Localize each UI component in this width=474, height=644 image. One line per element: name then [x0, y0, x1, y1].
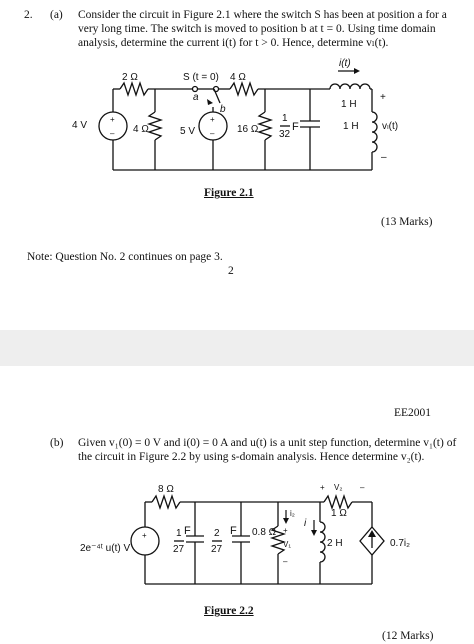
fig2-v1-plus: + [283, 526, 288, 535]
fig1-pos-a: a [193, 92, 199, 103]
fig2-r2-label: 0.8 Ω [252, 527, 277, 538]
page-top: 2. (a) Consider the circuit in Figure 2.… [24, 9, 447, 277]
fig2-i-label: i [304, 518, 307, 529]
fig2-source-label: 2e⁻⁴ᵗ u(t) V [80, 543, 130, 554]
fig1-ind-top-label: 1 H [341, 99, 357, 110]
fig1-r2-label: 4 Ω [230, 72, 246, 83]
figure-2-2-circuit: 8 Ω 2e⁻⁴ᵗ u(t) V + 1 27 F 2 27 F 0.8 Ω i… [80, 483, 410, 585]
fig1-vl-minus: – [381, 152, 387, 163]
fig2-v2-plus: + [320, 483, 325, 492]
fig1-pos-b: b [220, 104, 226, 115]
part-a-line-3: analysis, determine the current i(t) for… [78, 37, 389, 49]
fig1-current-label: i(t) [339, 58, 351, 69]
fig1-ind-right-label: 1 H [343, 121, 359, 132]
fig1-src1-plus: + [110, 115, 115, 124]
page-separator [0, 330, 474, 366]
fig1-cap-unit: F [292, 121, 299, 133]
fig1-cap-den: 32 [279, 129, 291, 140]
figure-2-2-caption: Figure 2.2 [204, 605, 254, 617]
fig2-v2-label: V₂ [334, 483, 342, 492]
part-a-line-2: very long time. The switch is moved to p… [78, 23, 436, 35]
part-a-marks: (13 Marks) [381, 216, 433, 228]
fig2-src-plus: + [142, 531, 147, 540]
part-b-line-1: Given v₁(0) = 0 V and i(0) = 0 A and u(t… [78, 437, 457, 449]
fig1-cap-num: 1 [282, 113, 288, 124]
fig2-i2-label: i₂ [290, 509, 295, 518]
fig2-v2-minus: – [360, 483, 365, 492]
fig1-r3-label: 4 Ω [133, 124, 149, 135]
fig2-v1-label: V₁ [283, 540, 291, 549]
fig2-r1-label: 8 Ω [158, 484, 174, 495]
fig1-r4-label: 16 Ω [237, 124, 259, 135]
fig2-c1-num: 1 [176, 528, 182, 539]
question-number: 2. [24, 9, 33, 21]
part-a-label: (a) [50, 9, 63, 21]
fig1-switch-label: S (t = 0) [183, 72, 219, 83]
part-a-line-1: Consider the circuit in Figure 2.1 where… [78, 9, 447, 21]
part-b-line-2: the circuit in Figure 2.2 by using s-dom… [78, 451, 425, 463]
figure-2-1-caption: Figure 2.1 [204, 187, 254, 199]
fig2-c2-den: 27 [211, 544, 223, 555]
fig1-vl-plus: + [380, 92, 386, 103]
fig1-src2-minus: – [210, 129, 215, 138]
fig1-src2-label: 5 V [180, 126, 195, 137]
fig2-c1-unit: F [184, 525, 191, 537]
fig2-v1-minus: – [283, 557, 288, 566]
fig1-vl-label: vₗ(t) [382, 121, 398, 132]
fig1-src1-label: 4 V [72, 120, 87, 131]
fig2-ind-label: 2 H [327, 538, 343, 549]
part-b-label: (b) [50, 437, 64, 449]
page-bottom: EE2001 (b) Given v₁(0) = 0 V and i(0) = … [0, 366, 474, 644]
page-number: 2 [228, 265, 234, 277]
figure-2-1-circuit: 2 Ω S (t = 0) a b 4 Ω i(t) 1 H 4 V 4 Ω 5… [72, 58, 398, 171]
fig2-r3-label: 1 Ω [331, 508, 347, 519]
continuation-note: Note: Question No. 2 continues on page 3… [27, 251, 223, 263]
fig2-c1-den: 27 [173, 544, 185, 555]
fig1-src1-minus: – [110, 129, 115, 138]
fig2-dep-label: 0.7i₂ [390, 538, 410, 549]
fig2-c2-unit: F [230, 525, 237, 537]
course-code: EE2001 [394, 407, 432, 419]
part-b-marks: (12 Marks) [382, 630, 434, 642]
fig1-r1-label: 2 Ω [122, 72, 138, 83]
fig2-c2-num: 2 [214, 528, 220, 539]
fig1-src2-plus: + [210, 115, 215, 124]
